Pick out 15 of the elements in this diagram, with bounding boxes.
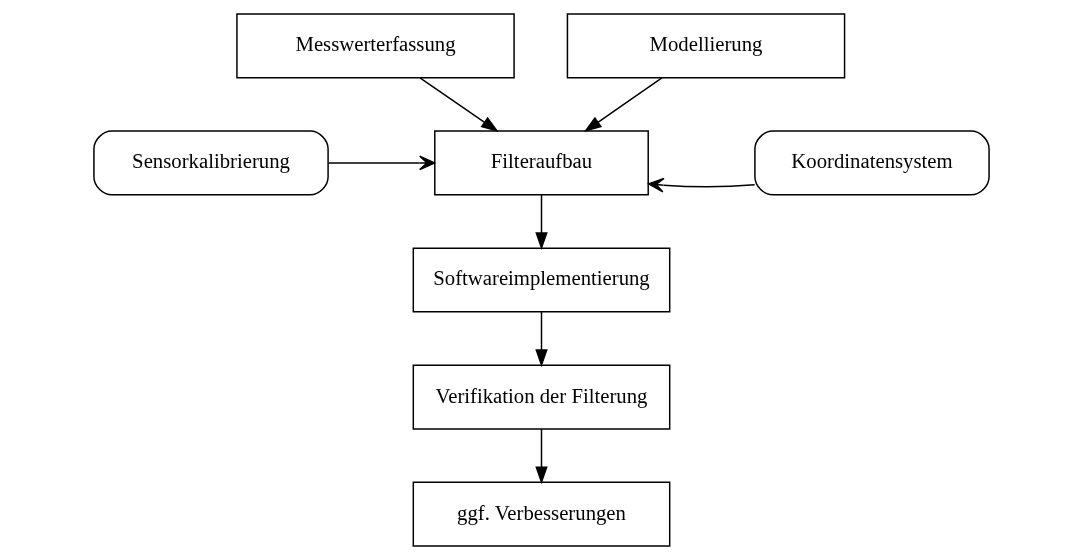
node-box: Filteraufbau bbox=[433, 130, 649, 196]
arrow bbox=[647, 177, 755, 193]
node-box: Sensorkalibrierung bbox=[92, 130, 329, 196]
arrow bbox=[534, 311, 548, 368]
arrow bbox=[418, 77, 499, 133]
node-box: Softwareimplementierung bbox=[412, 247, 670, 313]
arrow bbox=[327, 155, 435, 171]
arrow bbox=[583, 77, 663, 133]
node-box: Verifikation der Filterung bbox=[412, 364, 670, 430]
node-box: Koordinatensystem bbox=[753, 130, 990, 196]
arrow bbox=[534, 194, 548, 251]
node-box: Modellierung bbox=[566, 13, 845, 79]
arrow bbox=[534, 428, 548, 485]
node-box: ggf. Verbesserungen bbox=[412, 481, 670, 547]
node-box: Messwerterfassung bbox=[235, 13, 515, 79]
